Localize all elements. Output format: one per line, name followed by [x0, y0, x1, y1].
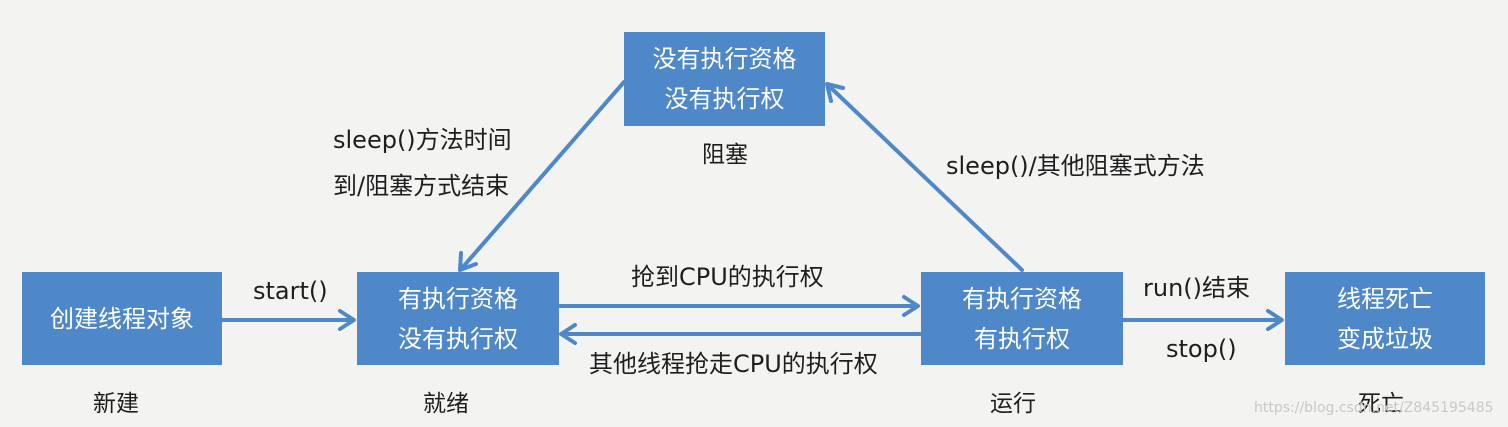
state-label-new: 新建 [93, 391, 139, 417]
edge-label-running-to-dead-line2: stop() [1166, 335, 1237, 363]
node-running-line2: 有执行权 [974, 324, 1070, 353]
node-running-box: 有执行资格 有执行权 [921, 272, 1123, 365]
node-dead-line2: 变成垃圾 [1337, 324, 1433, 353]
node-dead-box: 线程死亡 变成垃圾 [1285, 272, 1485, 365]
state-label-running: 运行 [990, 391, 1036, 417]
arrowhead-running-to-ready [559, 323, 577, 345]
watermark-text: https://blog.csdn.net/Z845195485 [1254, 400, 1494, 416]
node-blocked-box: 没有执行资格 没有执行权 [624, 32, 825, 126]
node-running-line1: 有执行资格 [962, 284, 1082, 313]
state-label-blocked: 阻塞 [702, 142, 748, 168]
node-ready-box: 有执行资格 没有执行权 [357, 272, 559, 365]
arrowhead-running-to-blocked [825, 82, 845, 103]
edge-label-running-to-ready: 其他线程抢走CPU的执行权 [589, 350, 878, 378]
edge-label-running-to-blocked: sleep()/其他阻塞式方法 [946, 152, 1205, 180]
edge-label-running-to-dead-line1: run()结束 [1143, 274, 1251, 302]
arrowhead-running-to-dead [1266, 309, 1284, 331]
arrow-blocked-to-ready [460, 80, 626, 270]
state-label-ready: 就绪 [423, 391, 469, 417]
node-ready-line2: 没有执行权 [398, 324, 518, 353]
node-ready-line1: 有执行资格 [398, 284, 518, 313]
arrowhead-blocked-to-ready [458, 251, 478, 272]
edge-label-start: start() [253, 277, 328, 305]
node-new-line1: 创建线程对象 [50, 304, 194, 333]
arrow-running-to-blocked [827, 84, 1024, 272]
node-dead-line1: 线程死亡 [1337, 284, 1433, 313]
node-blocked-line1: 没有执行资格 [652, 45, 797, 73]
node-new-box: 创建线程对象 [22, 272, 222, 365]
state-label-dead: 死亡 [1358, 391, 1404, 417]
edge-label-ready-to-running: 抢到CPU的执行权 [631, 263, 824, 291]
node-blocked-line2: 没有执行权 [664, 85, 785, 113]
arrowhead-new-to-ready [338, 309, 356, 331]
edge-label-blocked-to-ready-line2: 到/阻塞方式结束 [333, 172, 510, 200]
arrowhead-ready-to-running [902, 295, 920, 317]
edge-label-blocked-to-ready-line1: sleep()方法时间 [333, 126, 512, 154]
